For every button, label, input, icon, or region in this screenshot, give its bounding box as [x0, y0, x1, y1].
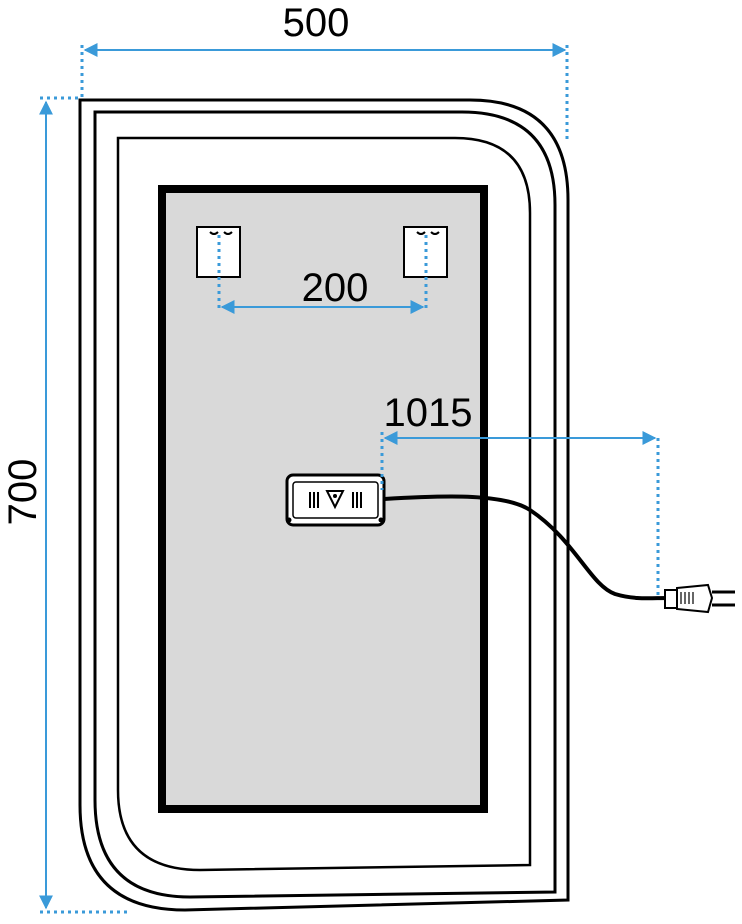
width-label: 500: [283, 1, 350, 45]
power-cable: [383, 494, 669, 601]
bracket-spacing-label: 200: [302, 266, 369, 310]
height-label: 700: [1, 459, 45, 526]
mirror-middle-edge: [93, 110, 557, 899]
mirror-frame: [78, 98, 570, 912]
cable-length-label: 1015: [384, 391, 473, 435]
mirror-inner-edge: [116, 136, 532, 872]
mirror-outer-edge: [78, 98, 570, 912]
switch-box-icon: [285, 473, 386, 527]
plug-icon: [664, 583, 735, 614]
dimension-lines: [39, 43, 660, 914]
